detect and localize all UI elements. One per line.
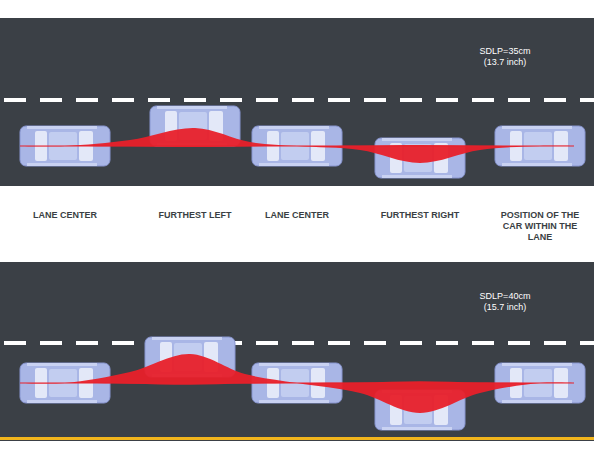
car-side: [259, 363, 329, 366]
lane-dash: [400, 341, 422, 345]
car-side: [27, 126, 97, 129]
car-side: [27, 163, 97, 166]
road-panel: [0, 262, 594, 441]
position-label: LANE CENTER: [262, 210, 332, 221]
lane-dash: [508, 98, 530, 102]
lane-dash: [4, 98, 26, 102]
deviation-wave: [20, 128, 574, 163]
position-label: LANE CENTER: [30, 210, 100, 221]
lane-dash: [76, 341, 98, 345]
car-side: [382, 427, 452, 430]
lane-dash: [4, 341, 26, 345]
lane-dash: [328, 98, 350, 102]
car-side: [27, 363, 97, 366]
lane-dash: [112, 98, 134, 102]
road-panel: [0, 18, 594, 186]
car-side: [259, 126, 329, 129]
lane-dash: [544, 341, 566, 345]
lane-dash: [40, 341, 62, 345]
lane-dash: [76, 98, 98, 102]
sdlp-value: SDLP=35cm (13.7 inch): [470, 46, 540, 68]
lane-dash: [256, 341, 278, 345]
sdlp-value: SDLP=40cm (15.7 inch): [470, 291, 540, 313]
center-line: [20, 145, 574, 146]
lane-dash: [184, 98, 206, 102]
car-side: [502, 363, 572, 366]
road-surface: [0, 18, 594, 186]
car-side: [152, 337, 222, 340]
deviation-wave: [20, 354, 574, 413]
lane-dash: [292, 98, 314, 102]
center-line: [20, 382, 574, 383]
car-side: [382, 175, 452, 178]
lane-dash: [328, 341, 350, 345]
car-side: [382, 138, 452, 141]
lane-dash: [544, 98, 566, 102]
car-side: [27, 400, 97, 403]
lane-dash: [364, 98, 386, 102]
car-side: [157, 106, 227, 109]
road-surface: [0, 262, 594, 441]
lane-dash: [436, 98, 458, 102]
position-label: FURTHEST RIGHT: [380, 210, 460, 221]
lane-dash: [472, 341, 494, 345]
lane-dash: [256, 98, 278, 102]
lane-dash: [436, 341, 458, 345]
lane-dash: [148, 98, 170, 102]
lane-dash: [580, 98, 594, 102]
car-side: [502, 126, 572, 129]
car-side: [259, 400, 329, 403]
edge-line: [0, 437, 594, 440]
lane-dash: [472, 98, 494, 102]
lane-dash: [40, 98, 62, 102]
position-label: POSITION OF THE CAR WITHIN THE LANE: [490, 210, 590, 242]
lane-dash: [400, 98, 422, 102]
lane-dash: [364, 341, 386, 345]
position-label: FURTHEST LEFT: [155, 210, 235, 221]
car-side: [502, 163, 572, 166]
lane-dash: [580, 341, 594, 345]
car-side: [502, 400, 572, 403]
lane-dash: [112, 341, 134, 345]
lane-dash: [292, 341, 314, 345]
lane-dash: [508, 341, 530, 345]
car-side: [259, 163, 329, 166]
lane-dash: [220, 98, 242, 102]
